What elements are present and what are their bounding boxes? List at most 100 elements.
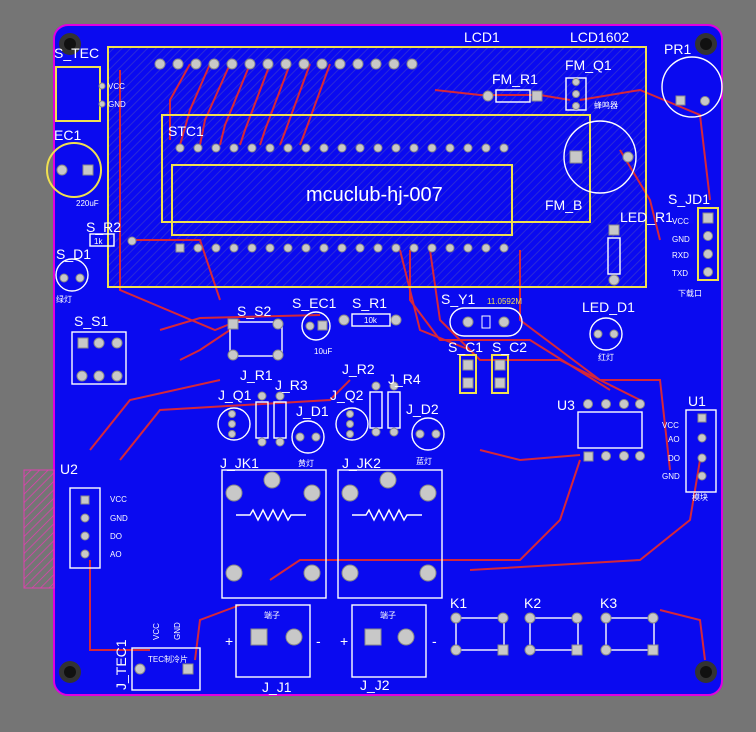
label-tec-gnd: GND <box>173 622 182 640</box>
led-d1-outline <box>589 317 623 351</box>
label-j-j2-plus: + <box>340 633 348 649</box>
label-led-d1: LED_D1 <box>582 299 635 315</box>
label-s-r1-value: 10k <box>364 316 378 325</box>
label-j-jk2: J_JK2 <box>342 455 381 471</box>
label-u2-do: DO <box>110 532 122 541</box>
label-s-tec-vcc: VCC <box>108 82 125 91</box>
fm-b-outline <box>563 120 637 194</box>
label-fm-b: FM_B <box>545 197 582 213</box>
label-fm-r1: FM_R1 <box>492 71 538 87</box>
stc1-top-pads <box>175 143 509 153</box>
label-j-j2-terminal: 端子 <box>380 610 396 620</box>
label-u1-ao: AO <box>668 435 680 444</box>
label-u1-vcc: VCC <box>662 421 679 430</box>
label-j-d1: J_D1 <box>296 403 329 419</box>
label-ec1-value: 220uF <box>76 199 99 208</box>
label-red-led: 红灯 <box>598 352 614 362</box>
s-jd1-header <box>697 207 719 281</box>
u3-body <box>577 411 643 449</box>
s-c1-outline <box>459 354 477 394</box>
label-j-j1: J_J1 <box>262 679 292 695</box>
label-u3: U3 <box>557 397 575 413</box>
label-j-r3: J_R3 <box>275 377 308 393</box>
board-title: mcuclub-hj-007 <box>306 184 443 206</box>
label-k3: K3 <box>600 595 617 611</box>
k3-outline <box>605 617 655 651</box>
label-j-j1-plus: + <box>225 633 233 649</box>
label-pr1: PR1 <box>664 41 691 57</box>
j-tec1-outline <box>131 647 201 691</box>
label-s-y1: S_Y1 <box>441 291 475 307</box>
label-s-r1: S_R1 <box>352 295 387 311</box>
label-j-r2: J_R2 <box>342 361 375 377</box>
j-q2-outline <box>335 407 369 441</box>
label-j-j2: J_J2 <box>360 677 390 693</box>
label-j-j2-minus: - <box>432 633 437 649</box>
s-y1-outline <box>449 307 523 337</box>
s-c2-outline <box>491 354 509 394</box>
label-j-r1: J_R1 <box>240 367 273 383</box>
label-s-ec1: S_EC1 <box>292 295 337 311</box>
label-tec-name: TEC制冷片 <box>148 654 188 664</box>
s-s2-outline <box>229 321 283 357</box>
label-jd-rxd: RXD <box>672 251 689 260</box>
label-led-r1: LED_R1 <box>620 209 673 225</box>
label-download: 下载口 <box>678 288 702 298</box>
label-u1: U1 <box>688 393 706 409</box>
label-crystal: 11.0592M <box>487 297 522 306</box>
label-u2-vcc: VCC <box>110 495 127 504</box>
s-r1-body <box>351 313 391 327</box>
label-lcd1: LCD1 <box>464 29 500 45</box>
label-green-led: 绿灯 <box>56 294 72 304</box>
label-s-tec-gnd: GND <box>108 100 126 109</box>
lcd-header-pads <box>154 58 418 70</box>
u1-outline <box>685 409 717 493</box>
j-d1-outline <box>291 420 325 454</box>
u2-outline <box>69 487 101 569</box>
k2-outline <box>529 617 579 651</box>
j-jk1-outline <box>221 469 327 599</box>
j-jk2-outline <box>337 469 443 599</box>
traces <box>89 63 711 661</box>
j-j1-outline <box>235 604 311 678</box>
label-blue-led: 蓝灯 <box>416 456 432 466</box>
lcd-outline <box>107 46 647 288</box>
label-j-tec1: J_TEC1 <box>113 639 129 690</box>
label-jd-gnd: GND <box>672 235 690 244</box>
stc1-body <box>171 164 513 236</box>
label-j-r4: J_R4 <box>388 371 421 387</box>
silkscreen-labels: LCD1 LCD1602 PR1 S_TEC VCC GND EC1 220uF… <box>54 29 710 695</box>
label-k2: K2 <box>524 595 541 611</box>
j-d2-outline <box>411 417 445 451</box>
s-ec1-outline <box>301 311 331 341</box>
label-jd-vcc: VCC <box>672 217 689 226</box>
label-u1-do: DO <box>668 454 680 463</box>
label-j-j1-terminal: 端子 <box>264 610 280 620</box>
label-u1-gnd: GND <box>662 472 680 481</box>
label-j-q1: J_Q1 <box>218 387 252 403</box>
label-s-tec: S_TEC <box>54 45 99 61</box>
label-s-s1: S_S1 <box>74 313 108 329</box>
label-j-jk1: J_JK1 <box>220 455 259 471</box>
label-j-d2: J_D2 <box>406 401 439 417</box>
label-jd-txd: TXD <box>672 269 688 278</box>
label-u2-ao: AO <box>110 550 122 559</box>
led-r1-body <box>607 237 621 275</box>
label-s-r2-value: 1k <box>94 237 103 246</box>
label-u1-name: 模块 <box>692 492 708 502</box>
fm-r1-body <box>495 89 531 103</box>
s-d1-outline <box>55 258 89 292</box>
label-s-ec1-value: 10uF <box>314 347 332 356</box>
label-j-j1-minus: - <box>316 633 321 649</box>
label-buzzer: 蜂鸣器 <box>594 100 618 110</box>
label-s-jd1: S_JD1 <box>668 191 710 207</box>
ec1-outline <box>46 142 102 198</box>
label-s-d1: S_D1 <box>56 246 91 262</box>
mounting-holes <box>59 33 717 683</box>
label-fm-q1: FM_Q1 <box>565 57 612 73</box>
label-yellow-led: 黄灯 <box>298 458 314 468</box>
label-s-c1: S_C1 <box>448 339 483 355</box>
pr1-outline <box>661 56 723 118</box>
label-j-q2: J_Q2 <box>330 387 364 403</box>
